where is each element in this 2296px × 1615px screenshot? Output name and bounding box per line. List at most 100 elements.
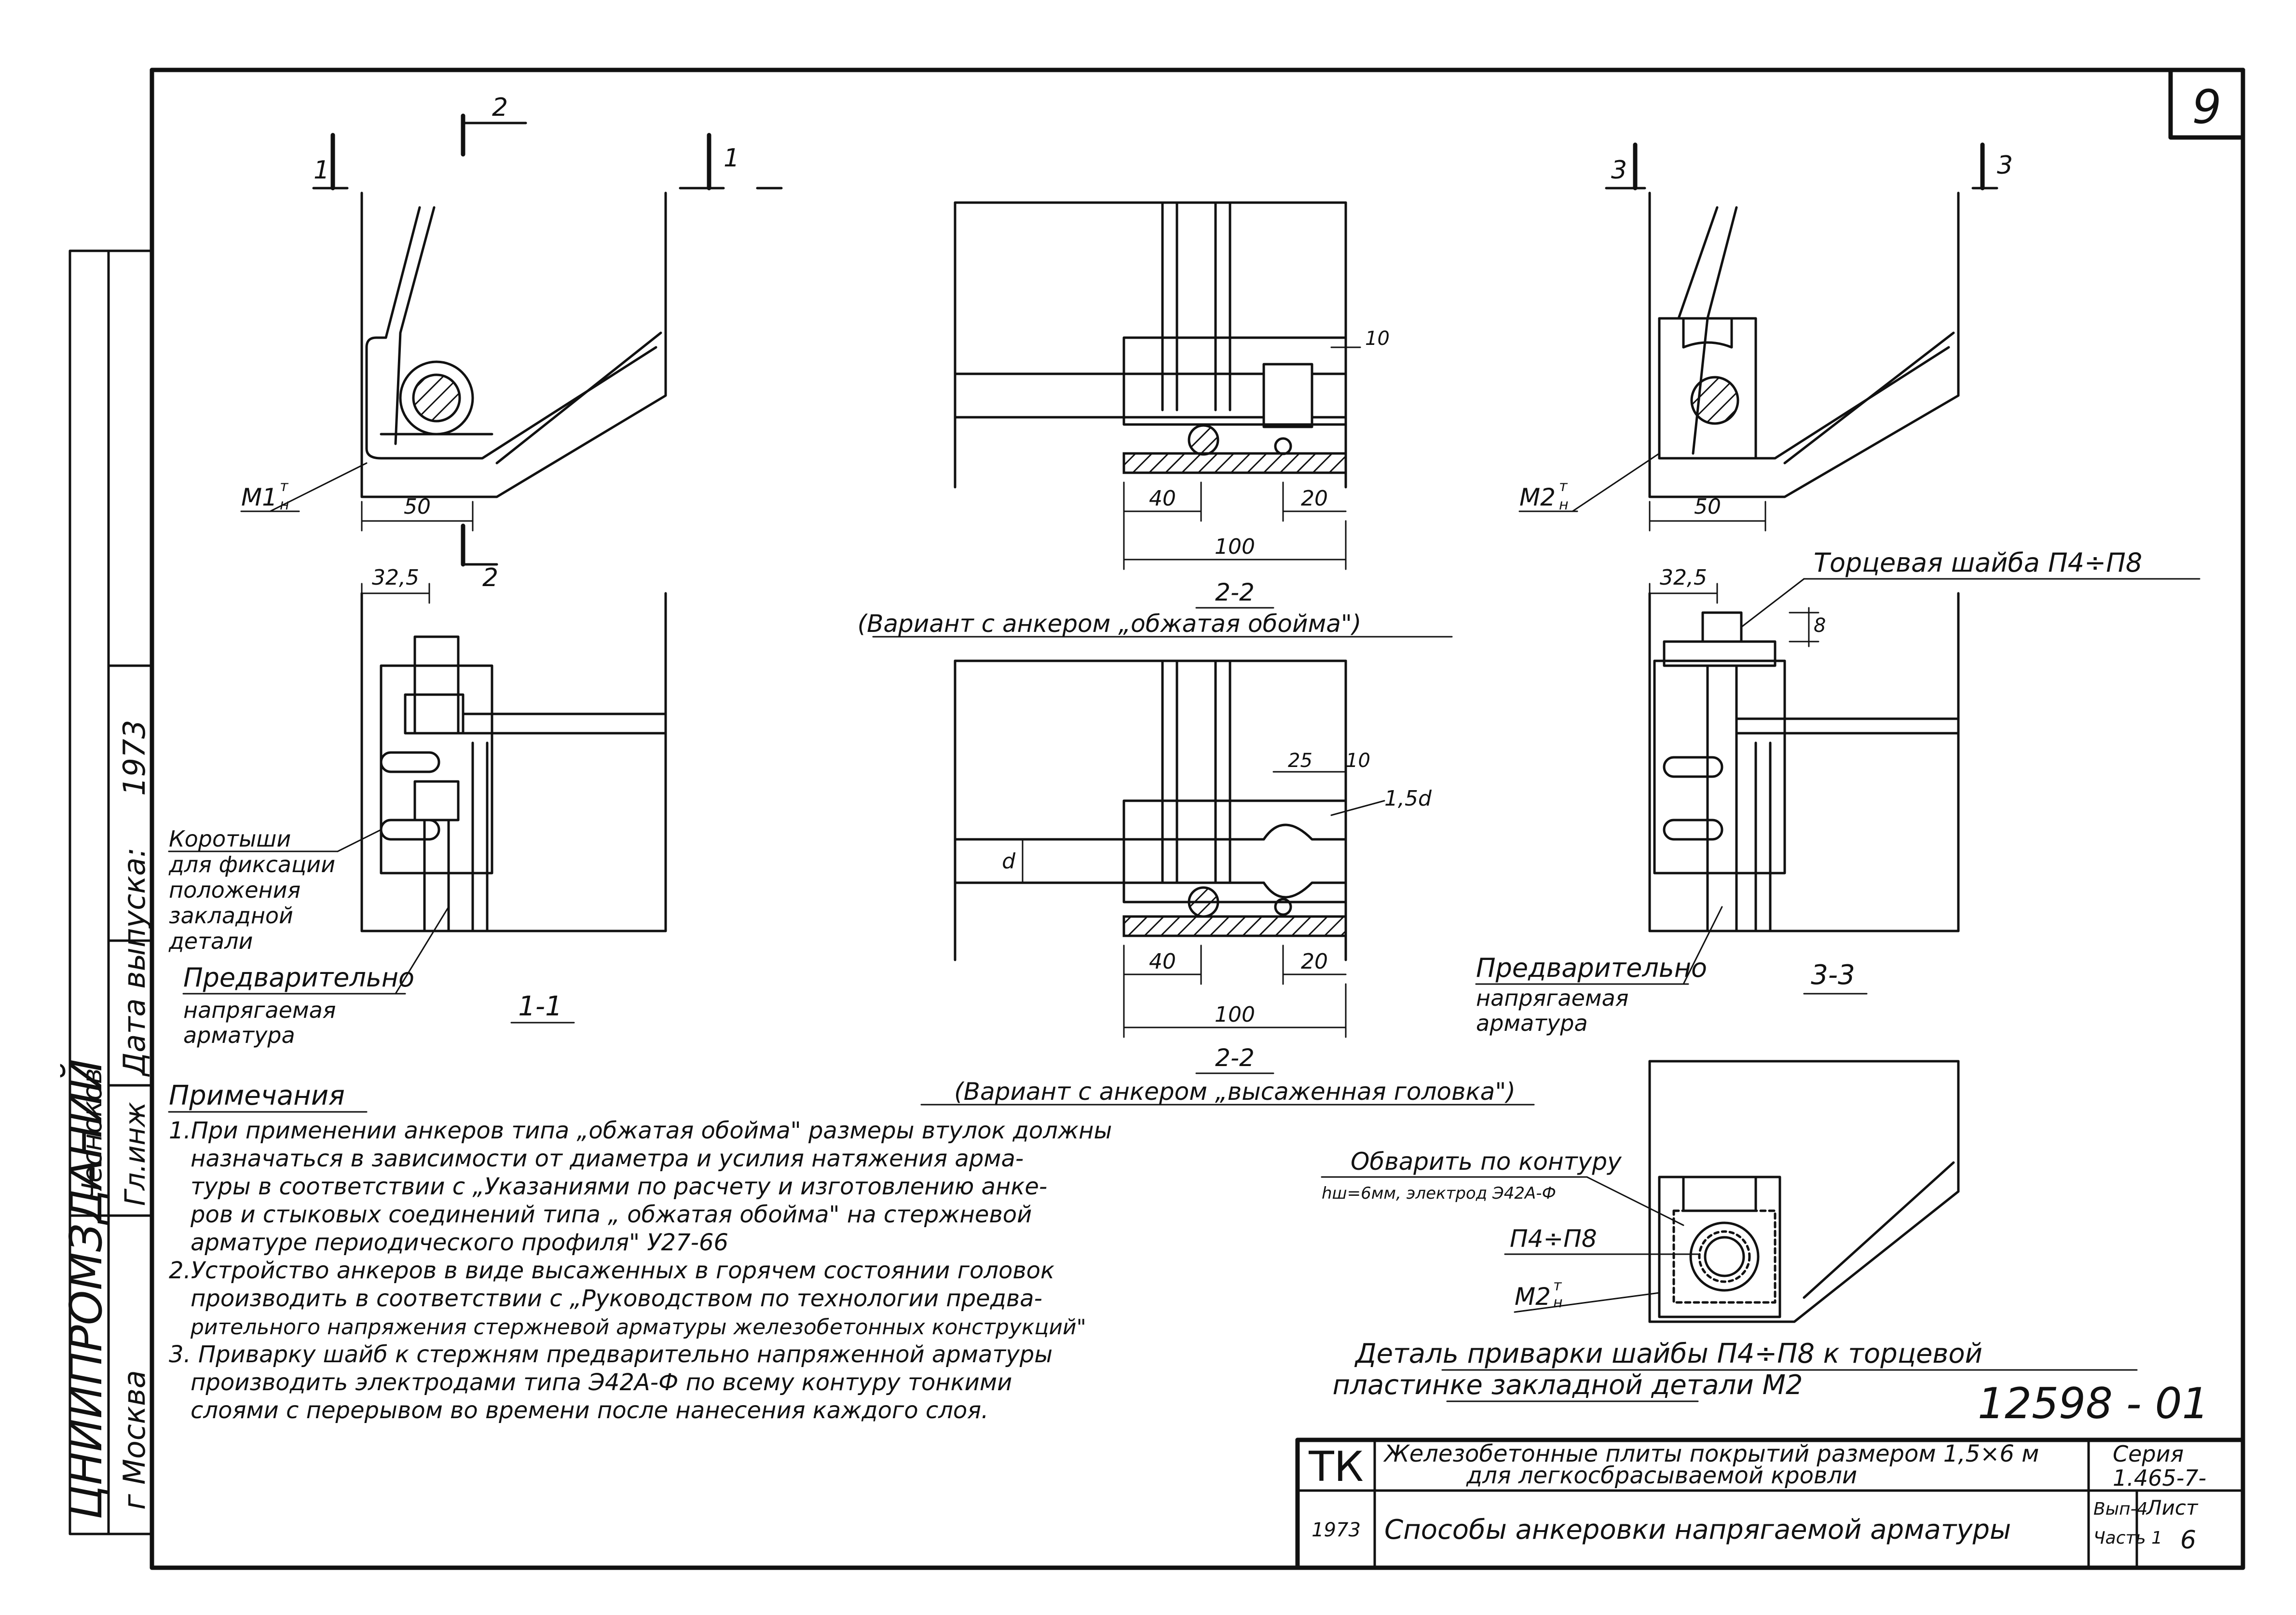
svg-text:1: 1	[314, 156, 329, 185]
svg-text:арматура: арматура	[1476, 1010, 1588, 1036]
dim-top-left: 50	[404, 494, 431, 519]
notes: Примечания 1.При применении анкеров типа…	[168, 1080, 1112, 1424]
label-m2: М2	[1519, 483, 1556, 511]
svg-text:2: 2	[492, 93, 508, 122]
sheet-value: 6	[2180, 1526, 2196, 1555]
stamp-date-label: Дата выпуска:	[117, 848, 152, 1077]
svg-text:32,5: 32,5	[1660, 565, 1707, 590]
stamp-org: ЦНИИПРОМЗДАНИЙ	[60, 1059, 112, 1519]
title-block-subject: Способы анкеровки напрягаемой арматуры	[1384, 1514, 2011, 1546]
title-22-b: 2-2	[1215, 1044, 1255, 1072]
svg-text:туры в соответствии с „Указани: туры в соответствии с „Указаниями по рас…	[191, 1173, 1047, 1200]
stamp-head: Гл.инж	[119, 1102, 151, 1206]
view-33: 32,5 8 Торцевая шайба П4÷П8 3-3 Предвари…	[1475, 547, 2200, 1036]
svg-text:арматуре периодического профил: арматуре периодического профиля" У27-66	[191, 1229, 728, 1256]
title-11: 1-1	[518, 991, 562, 1022]
svg-text:арматура: арматура	[183, 1022, 295, 1048]
svg-text:10: 10	[1365, 328, 1390, 350]
washer-label-detail: П4÷П8	[1510, 1225, 1597, 1253]
svg-text:40: 40	[1149, 949, 1176, 974]
view-weld-detail: Обварить по контуру hш=6мм, электрод Э42…	[1321, 1060, 2138, 1402]
svg-text:100: 100	[1215, 534, 1255, 559]
title-33: 3-3	[1811, 959, 1855, 991]
sheet-label: Лист	[2146, 1496, 2199, 1519]
callout-prestressed-rebar-33: Предварительно напрягаемая арматура	[1475, 906, 1723, 1036]
svg-text:2.Устройство анкеров в виде вы: 2.Устройство анкеров в виде высаженных в…	[169, 1257, 1054, 1284]
series-label: Серия	[2113, 1441, 2184, 1467]
svg-text:н: н	[1559, 496, 1569, 513]
svg-text:32,5: 32,5	[372, 565, 419, 590]
svg-text:20: 20	[1301, 949, 1328, 974]
section-marks-top-right: 3 3	[1605, 142, 2013, 191]
label-m1: М1	[241, 483, 277, 511]
caption-22-b: (Вариант с анкером „высаженная головка")	[954, 1078, 1516, 1106]
view-22-a: 40 20 100 10 2-2 (Вариант с анкером „обж…	[858, 201, 1453, 638]
title-block: ТК 1973 Железобетонные плиты покрытий ра…	[1295, 1437, 2245, 1570]
svg-text:Коротыши: Коротыши	[169, 826, 291, 852]
svg-text:1,5d: 1,5d	[1384, 786, 1432, 811]
sheet-number: 9	[2192, 80, 2221, 134]
sheet-number-box: 9	[2168, 68, 2245, 140]
series-value: 1.465-7-	[2113, 1465, 2206, 1491]
svg-text:закладной: закладной	[169, 903, 293, 929]
weld-spec: hш=6мм, электрод Э42А-Ф	[1322, 1184, 1556, 1203]
svg-text:3: 3	[1997, 151, 2013, 180]
view-22-b: d 25 10 1,5d 40 20 100 2-2 (Вариант с ан…	[920, 659, 1535, 1106]
view-top-left: 50 М1 т н	[240, 192, 667, 532]
title-block-title-1: Железобетонные плиты покрытий размером 1…	[1383, 1440, 2039, 1467]
svg-text:т: т	[1553, 1277, 1562, 1294]
svg-text:напрягаемая: напрягаемая	[183, 997, 336, 1023]
issue-label: Вып-4	[2093, 1499, 2148, 1519]
svg-text:Предварительно: Предварительно	[183, 962, 414, 993]
side-stamp: ЦНИИПРОМЗДАНИЙ г Москва Дата выпуска: 19…	[60, 249, 153, 1535]
stamp-city: г Москва	[117, 1370, 152, 1510]
svg-text:10: 10	[1346, 750, 1370, 772]
svg-text:1.При применении анкеров типа: 1.При применении анкеров типа „обжатая о…	[169, 1117, 1112, 1144]
svg-text:производить электродами типа Э: производить электродами типа Э42А-Ф по в…	[191, 1369, 1012, 1396]
title-block-year: 1973	[1312, 1519, 1361, 1541]
svg-text:детали: детали	[168, 928, 253, 954]
title-22-a: 2-2	[1215, 578, 1255, 606]
svg-text:d: d	[1002, 849, 1016, 874]
callout-short-bars: Коротыши для фиксации положения закладно…	[168, 826, 382, 954]
section-marks-top-left: 1 1 2 2	[312, 93, 783, 592]
title-block-title-2: для легкосбрасываемой кровли	[1466, 1462, 1857, 1489]
callout-prestressed-rebar-11: Предварительно напрягаемая арматура	[182, 906, 450, 1048]
dim-top-right: 50	[1694, 494, 1721, 519]
svg-text:производить в соответствии с „: производить в соответствии с „Руководств…	[191, 1285, 1042, 1312]
svg-text:М2: М2	[1515, 1283, 1551, 1311]
svg-text:н: н	[1553, 1294, 1563, 1311]
svg-text:20: 20	[1301, 486, 1328, 511]
notes-title: Примечания	[169, 1080, 345, 1111]
washer-label-33: Торцевая шайба П4÷П8	[1814, 547, 2142, 578]
drawing-code: 12598 - 01	[1978, 1379, 2209, 1428]
svg-text:40: 40	[1149, 486, 1176, 511]
svg-text:слоями с перерывом во времени: слоями с перерывом во времени после нане…	[191, 1397, 988, 1424]
svg-text:100: 100	[1215, 1002, 1255, 1027]
svg-text:рительного напряжения стержнев: рительного напряжения стержневой арматур…	[190, 1315, 1086, 1340]
view-top-right: 50 М2 т н	[1518, 192, 1960, 532]
detail-caption-1: Деталь приварки шайбы П4÷П8 к торцевой	[1354, 1338, 1982, 1369]
svg-text:8: 8	[1814, 615, 1826, 637]
part-label: Часть 1	[2093, 1528, 2162, 1548]
svg-text:1: 1	[724, 144, 739, 173]
svg-text:для фиксации: для фиксации	[168, 851, 335, 877]
title-block-org: ТК	[1308, 1443, 1364, 1491]
label-m1-sup: т	[280, 478, 289, 495]
svg-text:назначаться в зависимости от д: назначаться в зависимости от диаметра и …	[191, 1145, 1024, 1172]
label-m1-sub: н	[280, 496, 289, 513]
stamp-name: Чесноков	[77, 1068, 108, 1201]
view-11: 32,5 1-1 Коротыши для фиксации положения…	[168, 565, 667, 1048]
weld-title: Обварить по контуру	[1351, 1148, 1622, 1176]
svg-text:3. Приварку шайб к стержням пр: 3. Приварку шайб к стержням предваритель…	[169, 1341, 1052, 1368]
svg-text:Предварительно: Предварительно	[1476, 953, 1707, 983]
svg-text:2: 2	[482, 563, 498, 592]
svg-text:т: т	[1559, 478, 1568, 495]
svg-text:ров и стыковых соединений типа: ров и стыковых соединений типа „ обжатая…	[190, 1201, 1032, 1228]
svg-text:3: 3	[1611, 156, 1627, 185]
svg-text:напрягаемая: напрягаемая	[1476, 985, 1628, 1011]
svg-text:положения: положения	[169, 877, 301, 903]
stamp-year: 1973	[117, 720, 152, 796]
svg-text:25: 25	[1288, 750, 1312, 772]
